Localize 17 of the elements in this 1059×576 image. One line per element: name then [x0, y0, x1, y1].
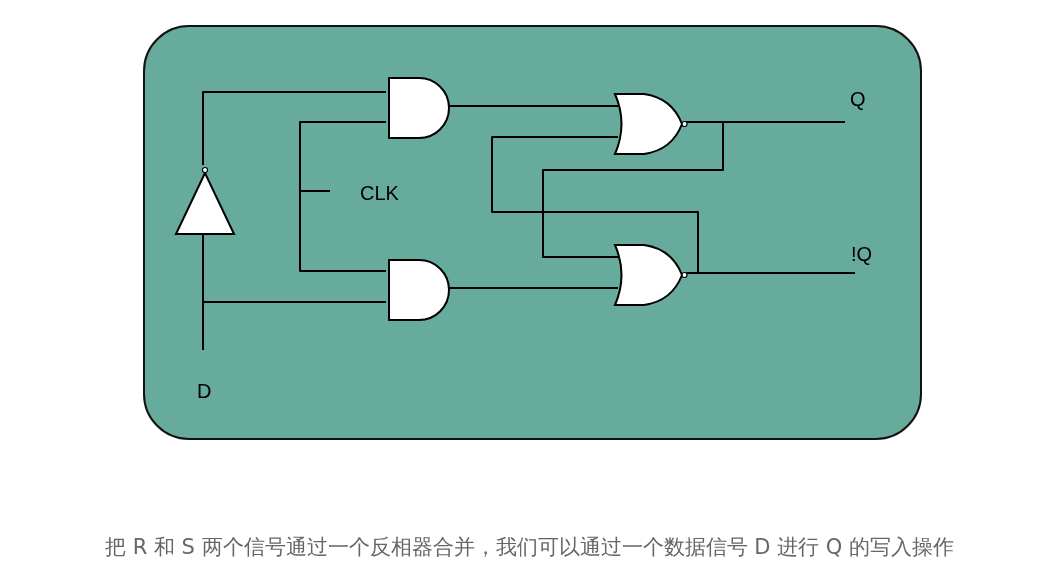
nor-gate	[614, 244, 688, 306]
wire	[491, 136, 699, 274]
wire	[299, 190, 387, 272]
caption: 把 R 和 S 两个信号通过一个反相器合并，我们可以通过一个数据信号 D 进行 Q 的写入操作	[104, 534, 955, 561]
signal-label: !Q	[851, 243, 873, 265]
wire	[542, 121, 724, 258]
nor-gate	[614, 93, 688, 155]
circuit-panel	[143, 25, 922, 440]
not-gate	[175, 166, 235, 236]
and-gate	[388, 259, 450, 321]
signal-label: Q	[850, 88, 866, 110]
wire	[202, 301, 387, 351]
signal-label: CLK	[360, 182, 399, 204]
and-gate	[388, 77, 450, 139]
wire	[299, 121, 387, 192]
signal-label: D	[197, 380, 212, 402]
wire	[202, 91, 387, 166]
